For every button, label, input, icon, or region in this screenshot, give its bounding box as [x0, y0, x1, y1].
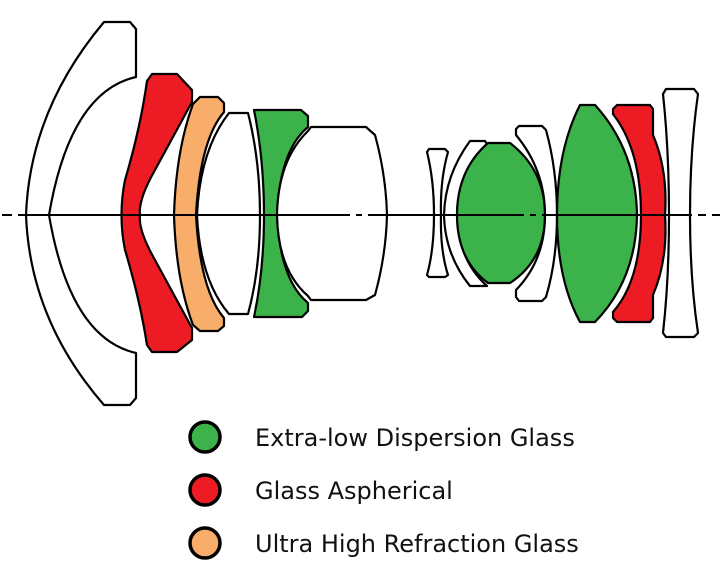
- lens-element-4: [195, 111, 262, 316]
- legend-item-glass-aspherical: Glass Aspherical: [188, 473, 453, 507]
- legend-label: Glass Aspherical: [255, 477, 453, 505]
- lens-element-10: [514, 124, 559, 303]
- legend-item-extra-low-dispersion: Extra-low Dispersion Glass: [188, 420, 575, 454]
- lens-element-13: [661, 87, 700, 339]
- orange-dot-icon: [188, 526, 222, 560]
- lens-element-3: [172, 95, 226, 333]
- red-dot-icon: [188, 473, 222, 507]
- lens-element-1: [24, 20, 138, 407]
- legend-item-ultra-high-refraction: Ultra High Refraction Glass: [188, 526, 579, 560]
- lens-element-12: [611, 103, 667, 324]
- legend: Extra-low Dispersion Glass Glass Aspheri…: [188, 420, 579, 560]
- lens-element-2: [120, 72, 194, 354]
- legend-label: Ultra High Refraction Glass: [255, 530, 579, 558]
- lens-element-6: [275, 125, 389, 302]
- green-dot-icon: [188, 420, 222, 454]
- lens-element-7: [425, 147, 450, 279]
- lens-element-11: [555, 103, 639, 324]
- lens-element-9: [455, 141, 547, 285]
- legend-label: Extra-low Dispersion Glass: [255, 424, 575, 452]
